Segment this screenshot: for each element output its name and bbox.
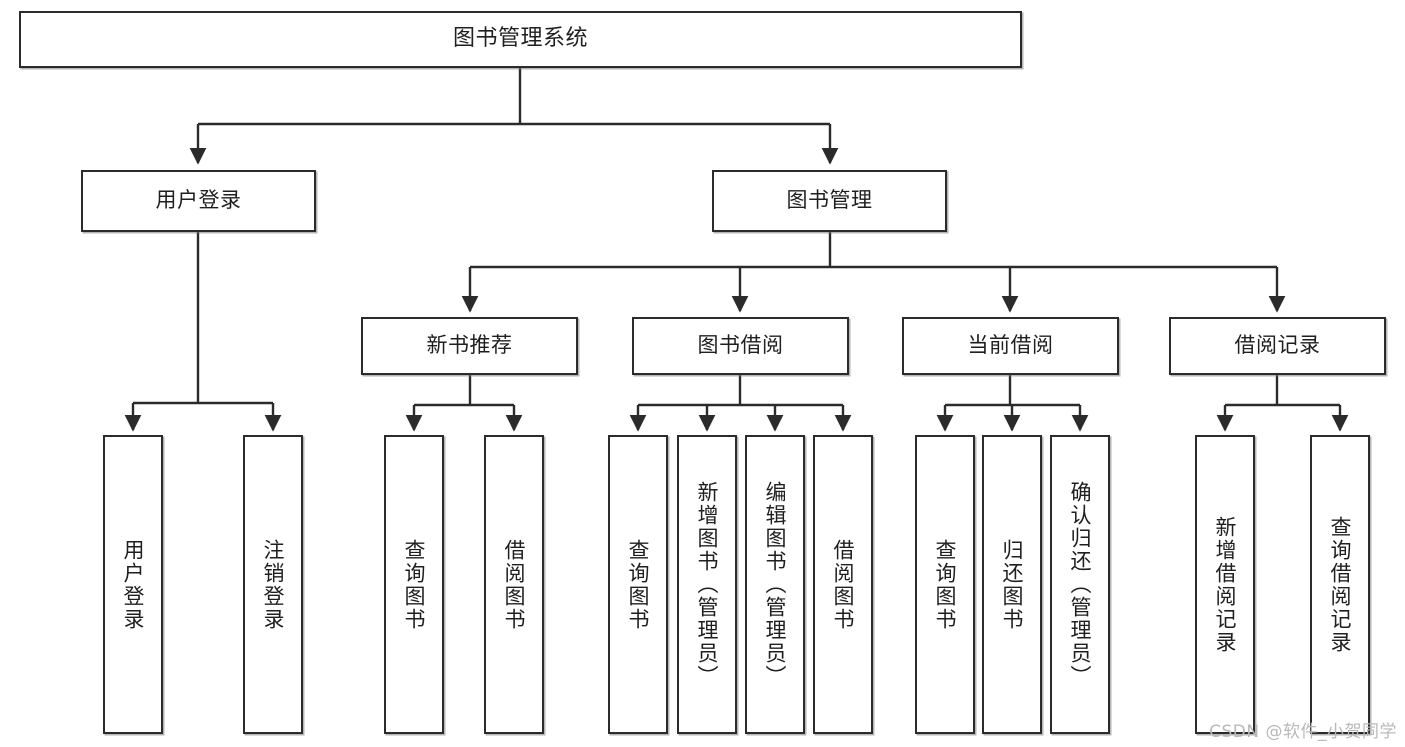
node-label: 借阅图书 xyxy=(831,538,856,631)
node-borrow-record[interactable]: 借阅记录 xyxy=(1169,317,1386,375)
node-label: 用户登录 xyxy=(121,538,146,631)
leaf-book-borrow-0[interactable]: 查询图书 xyxy=(608,435,668,734)
node-label: 新增借阅记录 xyxy=(1213,515,1238,654)
node-new-book-recommend[interactable]: 新书推荐 xyxy=(361,317,578,375)
leaf-book-borrow-3[interactable]: 借阅图书 xyxy=(813,435,873,734)
node-label: 归还图书 xyxy=(1000,538,1025,631)
node-label: 编辑图书（管理员） xyxy=(763,481,788,688)
node-label: 注销登录 xyxy=(261,538,286,631)
node-label: 新增图书（管理员） xyxy=(695,481,720,688)
leaf-current-borrow-1[interactable]: 归还图书 xyxy=(982,435,1042,734)
csdn-watermark: CSDN @软件_小贺同学 xyxy=(1209,722,1397,742)
leaf-new-book-recommend-1[interactable]: 借阅图书 xyxy=(484,435,544,734)
leaf-current-borrow-0[interactable]: 查询图书 xyxy=(915,435,975,734)
node-label: 查询图书 xyxy=(933,538,958,631)
leaf-user-login-0[interactable]: 用户登录 xyxy=(103,435,163,734)
node-root-book-management-system[interactable]: 图书管理系统 xyxy=(19,11,1022,68)
leaf-borrow-record-0[interactable]: 新增借阅记录 xyxy=(1195,435,1255,734)
leaf-book-borrow-1[interactable]: 新增图书（管理员） xyxy=(677,435,737,734)
node-book-management[interactable]: 图书管理 xyxy=(712,170,947,232)
node-current-borrow[interactable]: 当前借阅 xyxy=(902,317,1119,375)
node-user-login[interactable]: 用户登录 xyxy=(81,170,316,232)
node-label: 图书借阅 xyxy=(697,333,784,358)
node-label: 借阅图书 xyxy=(502,538,527,631)
leaf-current-borrow-2[interactable]: 确认归还（管理员） xyxy=(1050,435,1110,734)
node-label: 当前借阅 xyxy=(967,333,1054,358)
node-label: 查询图书 xyxy=(626,538,651,631)
node-label: 图书管理系统 xyxy=(452,26,588,52)
node-label: 查询借阅记录 xyxy=(1328,515,1353,654)
node-label: 图书管理 xyxy=(786,188,873,213)
node-book-borrow[interactable]: 图书借阅 xyxy=(632,317,849,375)
leaf-new-book-recommend-0[interactable]: 查询图书 xyxy=(384,435,444,734)
leaf-book-borrow-2[interactable]: 编辑图书（管理员） xyxy=(745,435,805,734)
node-label: 确认归还（管理员） xyxy=(1068,481,1093,688)
node-label: 新书推荐 xyxy=(426,333,513,358)
node-label: 查询图书 xyxy=(402,538,427,631)
node-label: 用户登录 xyxy=(155,188,242,213)
leaf-borrow-record-1[interactable]: 查询借阅记录 xyxy=(1310,435,1370,734)
leaf-user-login-1[interactable]: 注销登录 xyxy=(243,435,303,734)
node-label: 借阅记录 xyxy=(1234,333,1321,358)
